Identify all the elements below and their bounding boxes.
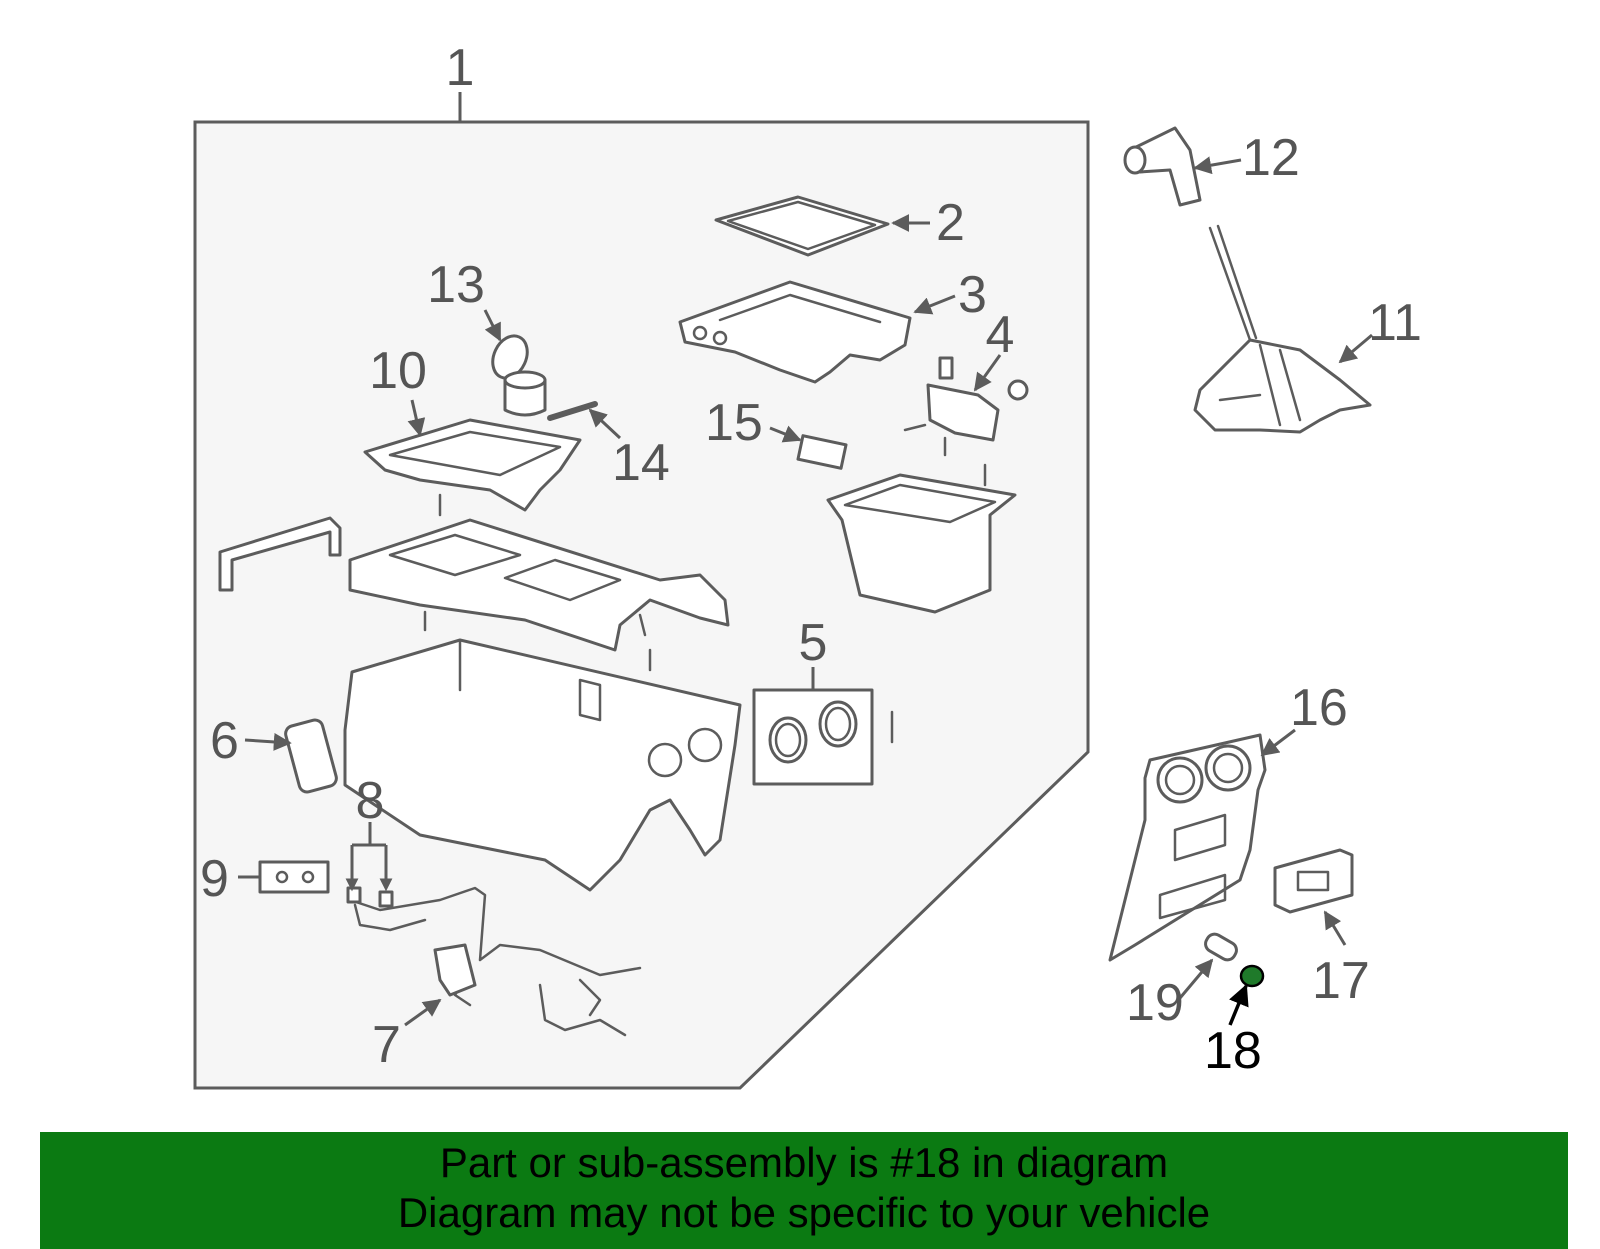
callout-10: 10 bbox=[369, 342, 427, 400]
callout-15: 15 bbox=[705, 394, 763, 452]
callout-14: 14 bbox=[612, 434, 670, 492]
info-banner: Part or sub-assembly is #18 in diagram D… bbox=[40, 1132, 1568, 1249]
parts-diagram: 1 2 3 4 5 6 7 8 9 10 11 12 13 14 15 16 1… bbox=[193, 39, 1422, 1090]
part-3-armrest-lid[interactable] bbox=[678, 280, 912, 384]
callout-7: 7 bbox=[372, 1016, 401, 1074]
callout-19: 19 bbox=[1126, 974, 1184, 1032]
part-13-cup-holder[interactable] bbox=[486, 330, 547, 417]
callout-11: 11 bbox=[1368, 294, 1422, 352]
callout-18: 18 bbox=[1204, 1022, 1262, 1080]
callout-3: 3 bbox=[958, 266, 987, 324]
callout-5: 5 bbox=[799, 614, 828, 672]
callout-12: 12 bbox=[1242, 129, 1300, 187]
console-top[interactable] bbox=[348, 518, 730, 652]
storage-bin[interactable] bbox=[826, 463, 1017, 614]
part-5-bezel-box[interactable] bbox=[752, 688, 894, 786]
part-16-trim-plate[interactable] bbox=[1108, 733, 1267, 962]
callout-8: 8 bbox=[356, 772, 385, 830]
part-6-pad[interactable] bbox=[284, 718, 338, 794]
console-body[interactable] bbox=[343, 638, 742, 892]
callout-13: 13 bbox=[427, 256, 485, 314]
callout-9: 9 bbox=[200, 850, 229, 908]
part-10-shifter-bezel[interactable] bbox=[363, 418, 582, 517]
part-12-shift-knob[interactable] bbox=[1123, 126, 1202, 207]
part-2-lid-pad[interactable] bbox=[714, 195, 890, 257]
part-18-clip[interactable] bbox=[1239, 964, 1265, 988]
console-bracket[interactable] bbox=[218, 516, 342, 592]
part-19-pin[interactable] bbox=[1203, 931, 1240, 963]
callout-1: 1 bbox=[446, 39, 475, 97]
part-4-latch[interactable] bbox=[903, 356, 1029, 457]
part-17-control-module[interactable] bbox=[1273, 848, 1354, 914]
banner-line-2: Diagram may not be specific to your vehi… bbox=[397, 1189, 1211, 1236]
callout-16: 16 bbox=[1290, 679, 1348, 737]
part-9-switch-plate[interactable] bbox=[258, 860, 330, 894]
part-14-rod[interactable] bbox=[547, 401, 598, 421]
callout-17: 17 bbox=[1312, 952, 1370, 1010]
callout-2: 2 bbox=[936, 194, 965, 252]
part-15-block[interactable] bbox=[796, 434, 848, 470]
part-7-wiring-harness[interactable] bbox=[346, 886, 642, 1037]
callout-4: 4 bbox=[986, 306, 1015, 364]
banner-line-1: Part or sub-assembly is #18 in diagram bbox=[439, 1139, 1169, 1186]
callout-6: 6 bbox=[210, 712, 239, 770]
part-11-shifter[interactable] bbox=[1193, 224, 1372, 434]
